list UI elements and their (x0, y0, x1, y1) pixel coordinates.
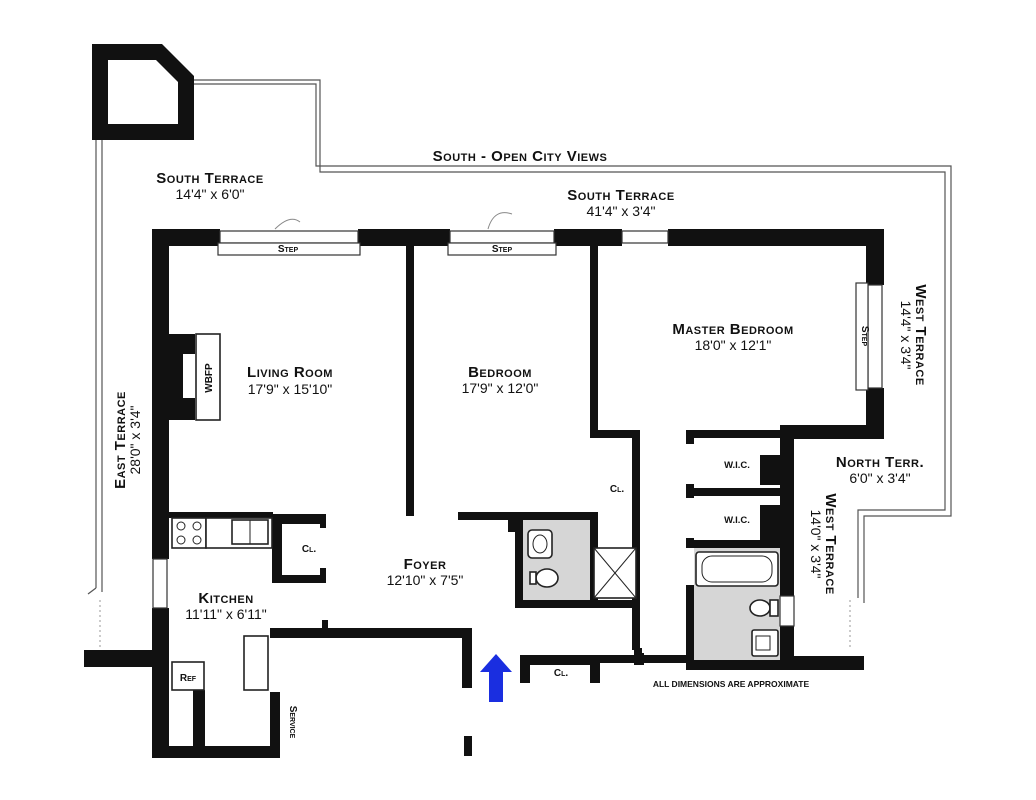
foyer-dims: 12'10" x 7'5" (387, 572, 464, 588)
ref-label: Ref (180, 673, 197, 684)
foyer-name: Foyer (404, 556, 447, 573)
step-platforms (217, 242, 869, 391)
north-terrace-dims: 6'0" x 3'4" (849, 470, 910, 486)
master-bedroom-dims: 18'0" x 12'1" (695, 337, 772, 353)
toilet-icon-master (749, 599, 771, 617)
terrace-outlines (87, 79, 952, 650)
wic-label-upper: W.I.C. (724, 460, 750, 471)
wic-label-lower: W.I.C. (724, 515, 750, 526)
south-terrace-right-name: South Terrace (567, 187, 674, 204)
windows (152, 212, 883, 627)
west-terrace-lower-dims: 14'0" x 3'4" (808, 510, 824, 579)
corner-planter (92, 44, 194, 140)
south-terrace-right-dims: 41'4" x 3'4" (587, 203, 656, 219)
bedroom-dims: 17'9" x 12'0" (462, 380, 539, 396)
walls (84, 229, 884, 758)
closet-label-entry: Cl. (554, 668, 568, 679)
refrigerator-icon (171, 661, 205, 691)
closet-label-bedroom: Cl. (610, 484, 624, 495)
disclaimer: ALL DIMENSIONS ARE APPROXIMATE (653, 679, 810, 689)
step-label-master: Step (859, 326, 870, 347)
west-terrace-upper-name: West Terrace (912, 284, 929, 385)
living-room-name: Living Room (247, 364, 333, 381)
north-terrace-name: North Terr. (836, 454, 924, 471)
entry-arrow-icon (480, 654, 512, 702)
south-terrace-left-name: South Terrace (156, 170, 263, 187)
bedroom-name-real: Bedroom (468, 364, 532, 381)
living-room-dims: 17'9" x 15'10" (248, 381, 333, 397)
views-label: South - Open City Views (433, 148, 608, 165)
step-label-bedroom: Step (492, 244, 513, 255)
service-label: Service (287, 706, 298, 739)
step-label-living: Step (278, 244, 299, 255)
bathtub-icon (695, 551, 779, 587)
west-terrace-upper-dims: 14'4" x 3'4" (898, 301, 914, 370)
stove-icon (171, 517, 207, 549)
master-bedroom-name: Master Bedroom (672, 321, 793, 338)
kitchen-name: Kitchen (198, 590, 253, 607)
east-terrace-dims: 28'0" x 3'4" (127, 405, 143, 474)
closet-label-kitchen: Cl. (302, 544, 316, 555)
kitchen-dims: 11'11" x 6'11" (185, 606, 266, 622)
sink-icon (527, 529, 553, 559)
toilet-icon (535, 568, 559, 588)
wbfp-label: WBFP (204, 363, 215, 393)
east-terrace-name: East Terrace (112, 391, 129, 489)
west-terrace-lower-name: West Terrace (822, 493, 839, 594)
labels: South - Open City Views South Terrace 14… (112, 148, 929, 739)
south-terrace-left-dims: 14'4" x 6'0" (176, 186, 245, 202)
fixtures (171, 333, 779, 691)
